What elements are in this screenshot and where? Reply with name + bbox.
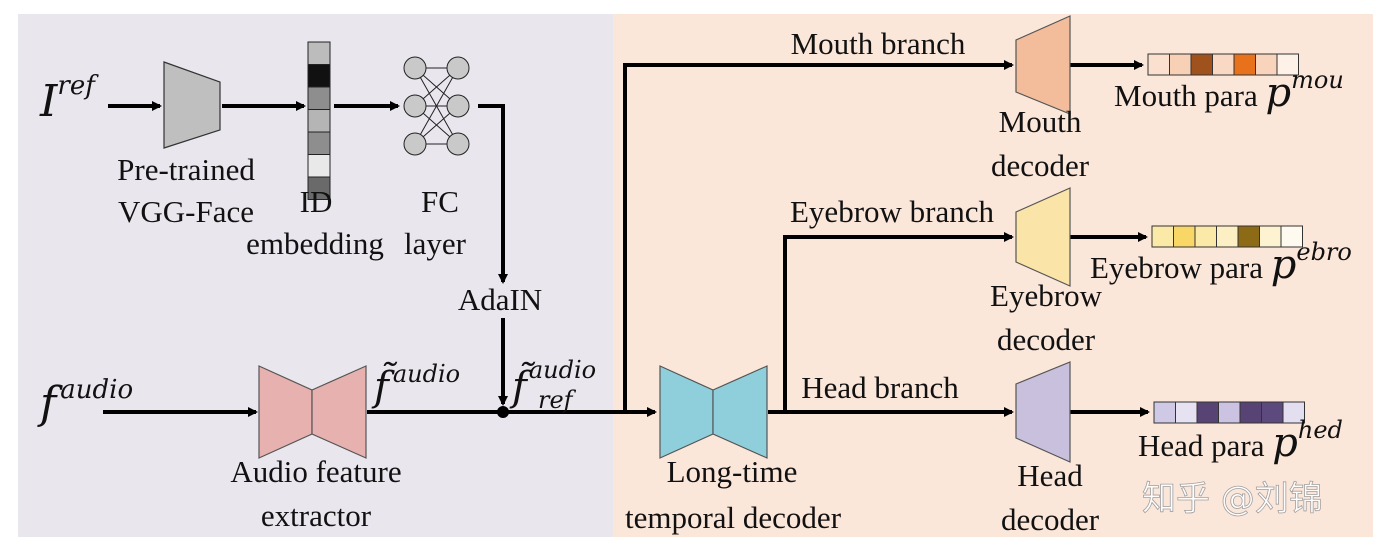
- para-cell: [1196, 401, 1219, 424]
- adain-label: AdaIN: [458, 282, 542, 317]
- para-cell: [1276, 53, 1299, 76]
- embedding-cell: [307, 131, 331, 155]
- para-cell: [1169, 53, 1192, 76]
- para-cell: [1282, 401, 1305, 424]
- fc-label-line2: layer: [404, 226, 467, 261]
- id-embedding-label-line1: ID: [300, 184, 333, 219]
- para-cell: [1190, 53, 1213, 76]
- fc-layer-network: [403, 56, 470, 156]
- audio-extractor-label-line2: extractor: [261, 498, 372, 533]
- temporal-decoder-label-line2: temporal decoder: [625, 500, 842, 535]
- para-cell: [1280, 225, 1303, 248]
- eyebrow-decoder-label-line2: decoder: [997, 322, 1096, 357]
- eyebrow-decoder-block: [1015, 187, 1071, 287]
- head-branch-label: Head branch: [801, 370, 959, 405]
- head-para-vector: [1153, 401, 1305, 424]
- right-panel-background: [613, 14, 1373, 537]
- vgg-face-block: [163, 61, 221, 149]
- concat-junction-dot: [497, 406, 509, 418]
- audio-feature-extractor-block: [258, 365, 367, 459]
- temporal-decoder-block: [659, 365, 768, 459]
- mouth-para-label: Mouth para pmou: [1114, 66, 1344, 116]
- para-cell: [1239, 401, 1262, 424]
- head-decoder-block: [1015, 361, 1071, 463]
- mouth-decoder-label-line1: Mouth: [999, 104, 1082, 139]
- id-embedding-label-line2: embedding: [246, 226, 384, 261]
- mouth-branch-label: Mouth branch: [791, 26, 966, 61]
- para-cell: [1175, 401, 1198, 424]
- fc-label-line1: FC: [421, 184, 459, 219]
- vgg-label-line2: VGG-Face: [118, 194, 254, 229]
- temporal-decoder-label-line1: Long-time: [667, 454, 798, 489]
- watermark-text: 知乎 @刘锦: [1142, 479, 1323, 519]
- para-cell: [1218, 401, 1241, 424]
- mouth-decoder-label-line2: decoder: [991, 148, 1090, 183]
- eyebrow-branch-label: Eyebrow branch: [790, 194, 994, 229]
- para-cell: [1237, 225, 1260, 248]
- para-cell: [1216, 225, 1239, 248]
- embedding-cell: [307, 176, 331, 200]
- head-decoder-label-line2: decoder: [1001, 502, 1100, 537]
- para-cell: [1147, 53, 1170, 76]
- para-cell: [1151, 225, 1174, 248]
- embedding-cell: [307, 86, 331, 110]
- embedding-cell: [307, 109, 331, 133]
- mouth-para-vector: [1147, 53, 1299, 76]
- mouth-decoder-block: [1015, 15, 1071, 115]
- embedding-cell: [307, 154, 331, 178]
- para-cell: [1173, 225, 1196, 248]
- eyebrow-decoder-label-line1: Eyebrow: [990, 278, 1103, 313]
- ref-image-label: Iref: [39, 71, 99, 127]
- para-cell: [1212, 53, 1235, 76]
- head-para-label: Head para phed: [1138, 416, 1343, 466]
- embedding-cell: [307, 41, 331, 65]
- embedding-cell: [307, 64, 331, 88]
- eyebrow-para-vector: [1151, 225, 1303, 248]
- vgg-label-line1: Pre-trained: [117, 152, 255, 187]
- connection-lines: [103, 60, 1150, 417]
- mouth-branch-arrow: [623, 60, 1014, 412]
- para-cell: [1233, 53, 1256, 76]
- para-cell: [1153, 401, 1176, 424]
- eyebrow-para-label: Eyebrow para pebro: [1090, 238, 1352, 288]
- head-decoder-label-line1: Head: [1017, 458, 1083, 493]
- audio-extractor-label-line1: Audio feature: [230, 454, 401, 489]
- para-cell: [1194, 225, 1217, 248]
- id-embedding-vector: [307, 41, 331, 200]
- fc-to-adain-arrow: [478, 104, 508, 284]
